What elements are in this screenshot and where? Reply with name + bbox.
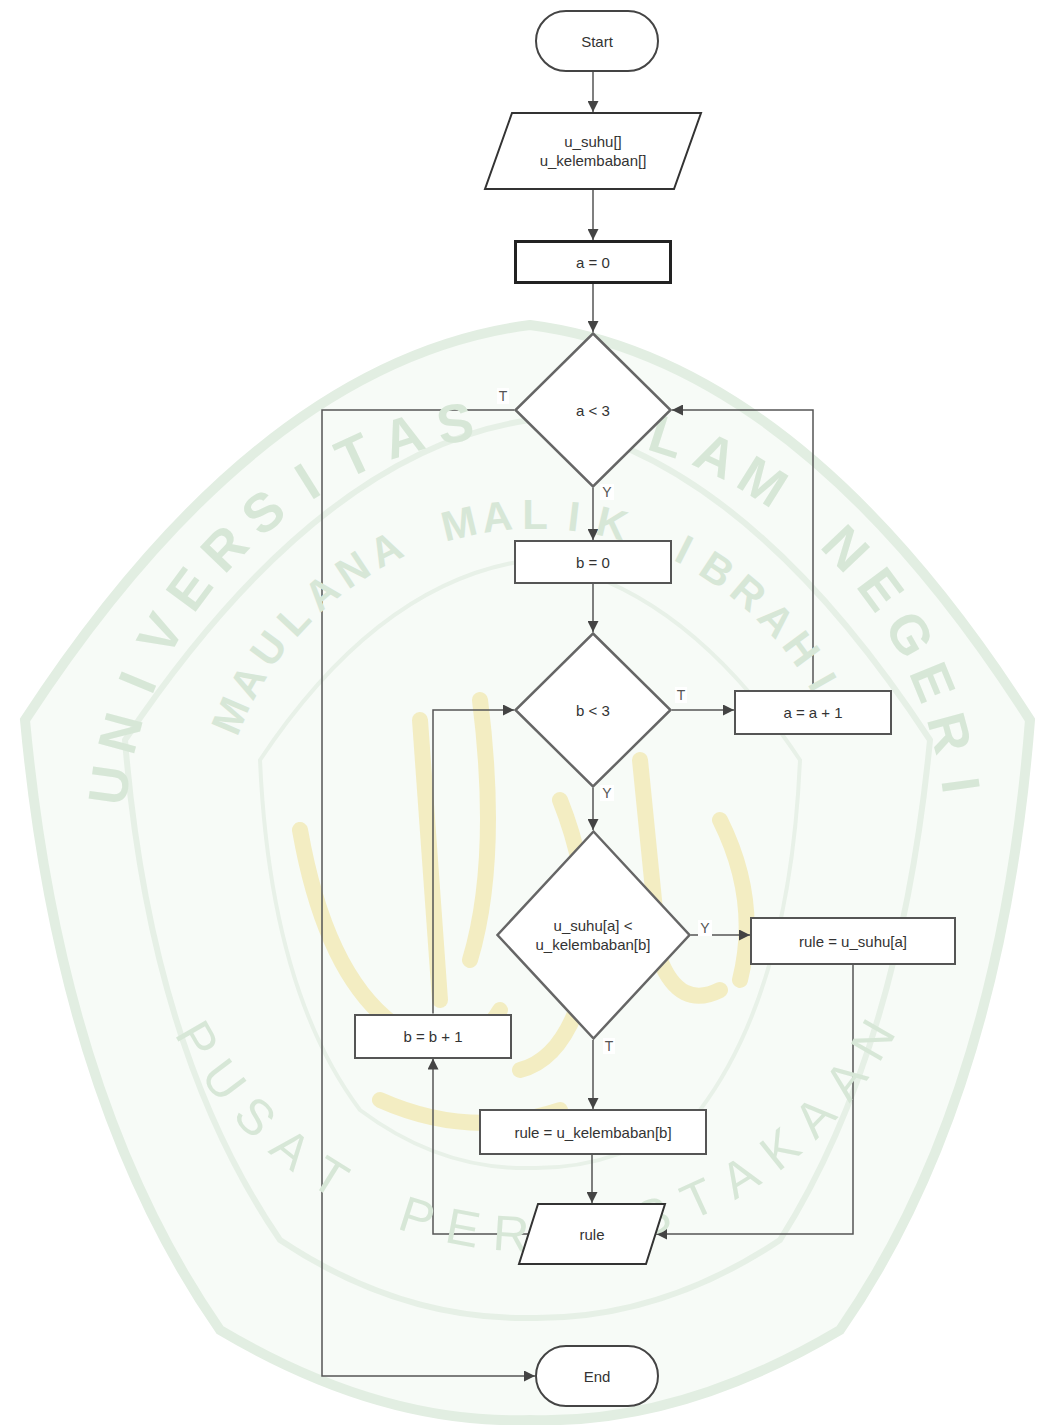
watermark-letter: K — [751, 1119, 808, 1179]
flow-arrow — [656, 965, 853, 1234]
flow-arrow — [592, 1040, 594, 1109]
flow-arrow — [672, 709, 734, 711]
watermark-letter: I — [109, 665, 165, 699]
watermark-letter: I — [669, 529, 698, 572]
flow-arrow — [672, 410, 813, 690]
flow-arrow — [592, 788, 594, 830]
watermark-letter: P — [167, 1013, 227, 1067]
process-box: a = a + 1 — [734, 690, 892, 735]
watermark-letter: N — [89, 707, 151, 759]
node-text: End — [584, 1367, 611, 1386]
watermark-letter — [784, 486, 830, 537]
terminator: End — [535, 1345, 659, 1407]
watermark-letter: P — [393, 1188, 440, 1246]
node-text: a < 3 — [576, 401, 610, 420]
watermark-letter: G — [876, 602, 944, 665]
watermark-letter: A — [262, 1119, 319, 1179]
watermark-letter: T — [304, 1147, 356, 1206]
decision-diamond: b < 3 — [514, 632, 672, 788]
watermark-letter — [355, 1174, 389, 1225]
process-box: rule = u_suhu[a] — [750, 917, 956, 965]
watermark-letter: N — [813, 515, 879, 581]
shield-core — [260, 560, 800, 1168]
watermark-letter: U — [193, 1051, 255, 1110]
node-text: a = 0 — [576, 253, 610, 272]
decision-diamond: a < 3 — [514, 332, 672, 488]
branch-label: Y — [600, 484, 613, 500]
watermark-letter: L — [522, 494, 548, 536]
node-text: Start — [581, 32, 613, 51]
process-box: a = 0 — [514, 240, 672, 284]
node-text: rule = u_suhu[a] — [799, 932, 907, 951]
shield-outline — [25, 325, 1030, 1420]
flow-arrow — [592, 190, 594, 240]
process-box: b = b + 1 — [354, 1014, 512, 1059]
watermark-letter: E — [442, 1201, 484, 1256]
node-text: u_suhu[] — [564, 132, 622, 151]
watermark-letter: A — [479, 495, 514, 540]
watermark-letter: N — [842, 1012, 903, 1068]
watermark-letter: R — [191, 515, 257, 581]
parallelogram-outline — [484, 112, 702, 190]
node-text: rule — [579, 1225, 604, 1244]
process-box: rule = u_kelembaban[b] — [479, 1109, 707, 1155]
watermark-letter: S — [232, 480, 294, 545]
branch-label: T — [603, 1038, 616, 1054]
watermark-letter: V — [128, 605, 193, 663]
watermark-letter: E — [848, 559, 913, 620]
flow-arrow — [322, 410, 535, 1376]
branch-label: Y — [600, 785, 613, 801]
watermark-letter: T — [674, 1170, 723, 1228]
branch-label: T — [497, 388, 510, 404]
watermark-letter: E — [901, 655, 965, 709]
watermark-letter: A — [816, 1052, 876, 1109]
watermark-letter: I — [565, 496, 581, 539]
node-text: b = b + 1 — [403, 1027, 462, 1046]
watermark-letter: S — [225, 1087, 284, 1146]
watermark-letter: M — [437, 500, 481, 549]
watermark-letter: I — [286, 454, 327, 508]
node-text: rule = u_kelembaban[b] — [514, 1123, 671, 1142]
watermark-letter: R — [919, 707, 981, 759]
watermark-letter: A — [785, 1087, 844, 1146]
watermark-letter: T — [327, 424, 380, 487]
node-text: b < 3 — [576, 701, 610, 720]
node-text: u_suhu[a] < u_kelembaban[b] — [527, 916, 659, 954]
watermark-letter: M — [730, 446, 797, 516]
watermark-letter: I — [933, 774, 989, 796]
branch-label: Y — [698, 920, 711, 936]
flow-arrow — [592, 584, 594, 632]
calligraphy — [300, 700, 747, 1123]
watermark-letter: E — [157, 559, 222, 620]
flow-arrow — [433, 710, 514, 1014]
flow-arrow — [592, 284, 594, 332]
flow-arrow — [592, 488, 594, 540]
watermark-letter — [409, 513, 434, 556]
process-box: b = 0 — [514, 540, 672, 584]
node-text: u_kelembaban[] — [540, 151, 647, 170]
shield-inner — [125, 420, 930, 1318]
output-parallelogram: rule — [518, 1203, 666, 1265]
terminator: Start — [535, 10, 659, 72]
node-text: b = 0 — [576, 553, 610, 572]
watermark-letter: S — [432, 393, 477, 453]
diamond-outline — [496, 830, 691, 1040]
flow-arrow — [591, 1155, 593, 1203]
flow-arrow — [592, 72, 594, 112]
watermark-letter: U — [80, 762, 139, 808]
branch-label: T — [675, 687, 688, 703]
watermark-letter: A — [713, 1147, 768, 1207]
node-text: a = a + 1 — [783, 703, 842, 722]
decision-diamond: u_suhu[a] < u_kelembaban[b] — [496, 830, 691, 1040]
input-parallelogram: u_suhu[]u_kelembaban[] — [484, 112, 702, 190]
watermark-letter: A — [377, 404, 431, 467]
